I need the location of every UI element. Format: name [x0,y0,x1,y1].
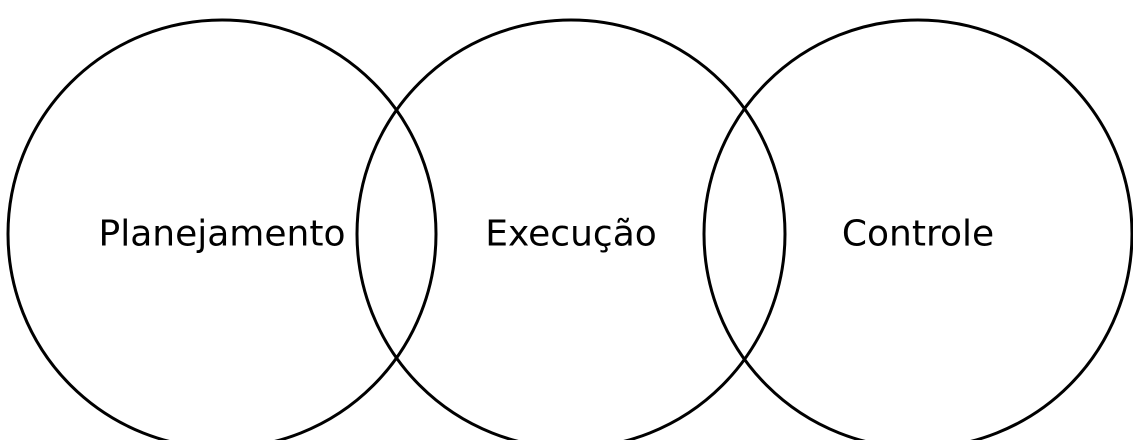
circle-execucao-outline [355,18,787,440]
circle-execucao: Execução [355,18,787,440]
label-planejamento: Planejamento [99,214,346,255]
circle-planejamento: Planejamento [6,18,438,440]
label-controle: Controle [842,214,994,255]
label-execucao: Execução [485,214,657,255]
circle-controle: Controle [702,18,1133,440]
circle-controle-outline [702,18,1133,440]
circle-planejamento-outline [6,18,438,440]
